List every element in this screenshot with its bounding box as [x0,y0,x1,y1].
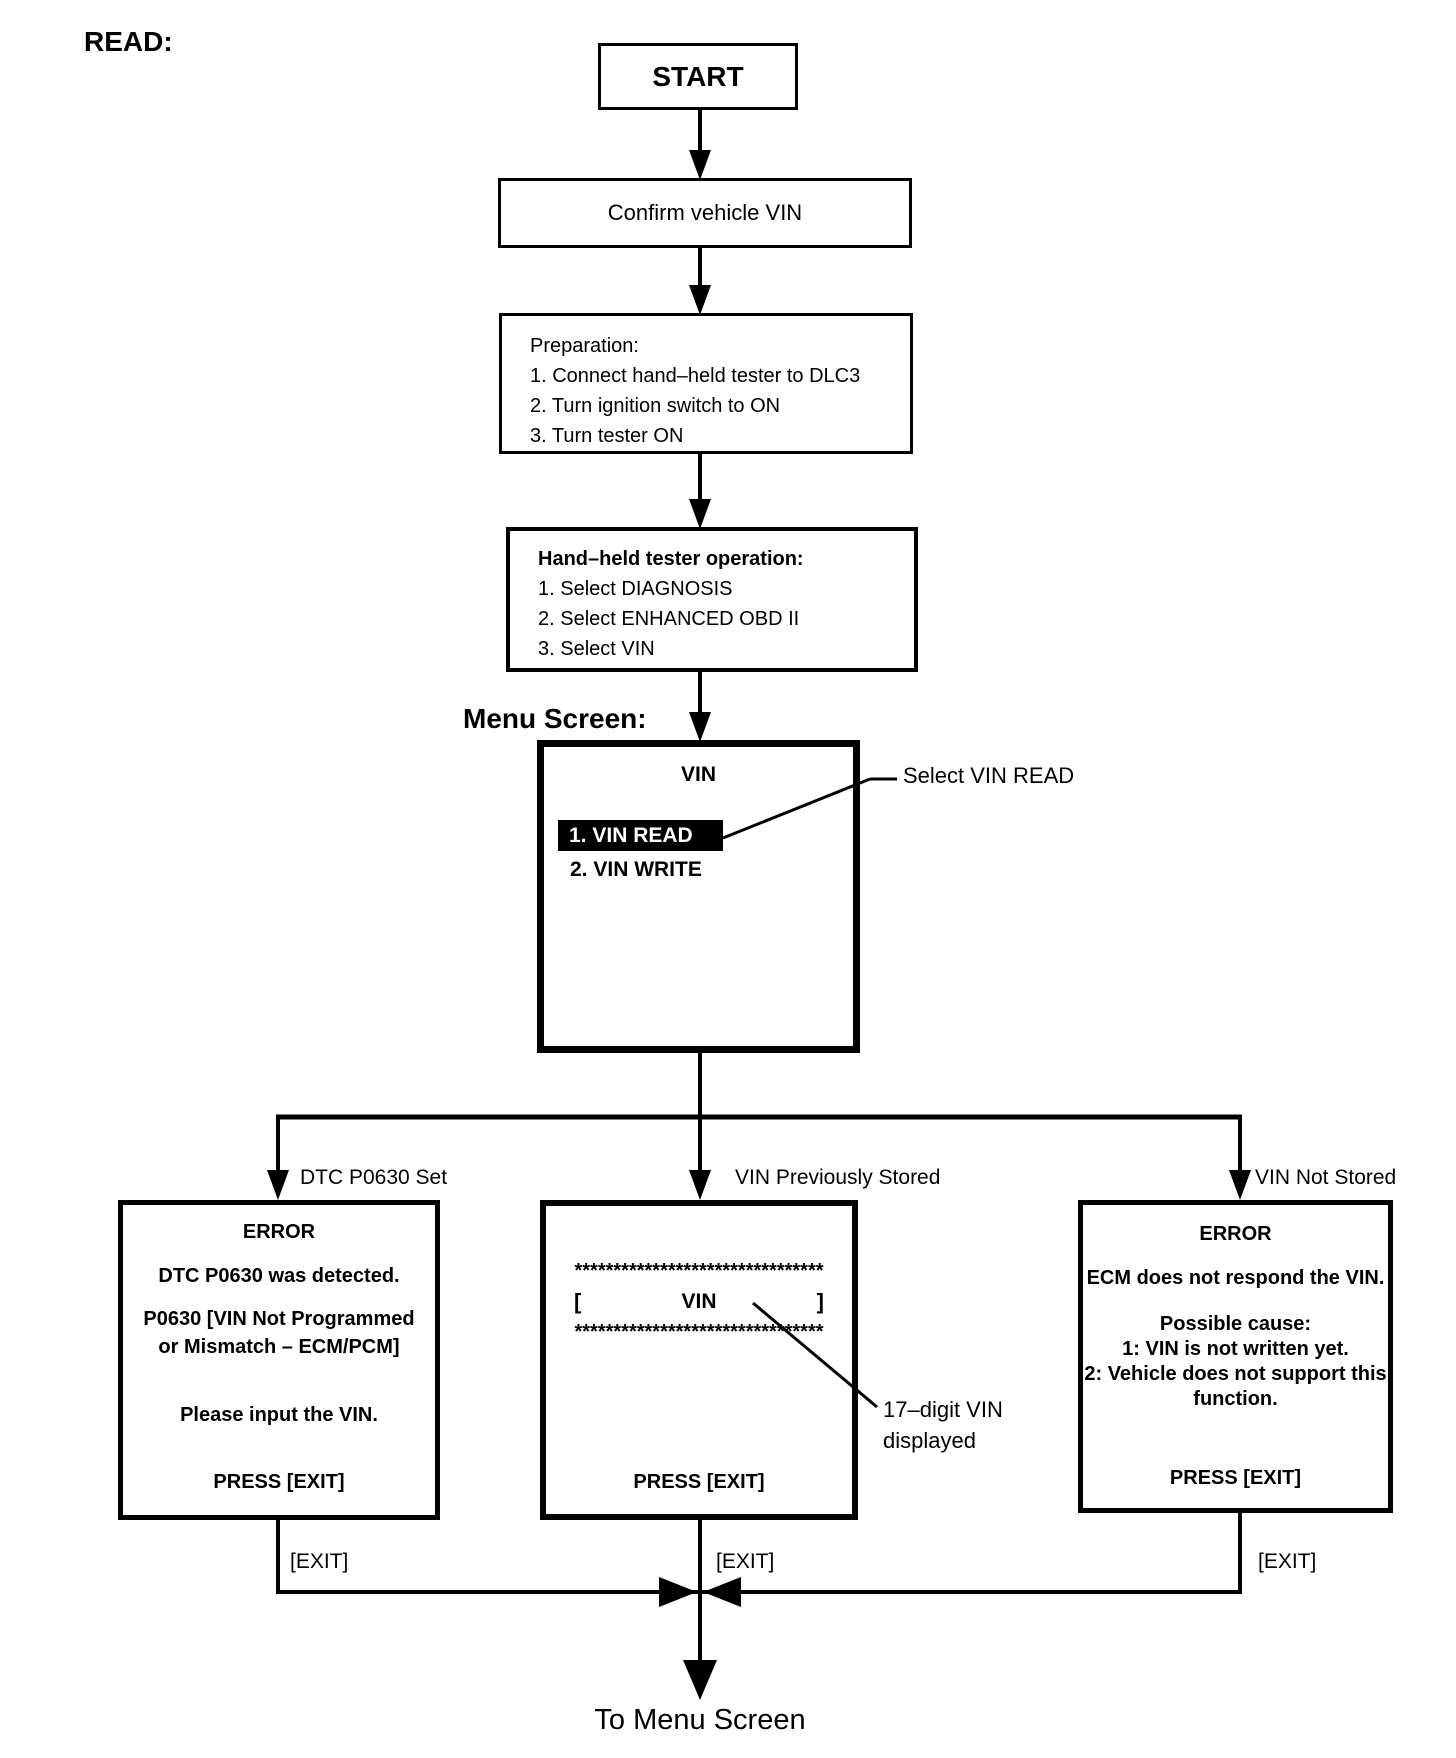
preparation-line: Preparation: [530,335,639,357]
press-exit-label: PRESS [EXIT] [213,1471,345,1493]
arrowhead-to-menu-screen [683,1660,717,1700]
error-title: ERROR [1199,1223,1272,1245]
start-label: START [652,60,744,92]
vin-display-field: ******************************** [ VIN ]… [574,1258,824,1345]
exit-label-left: [EXIT] [290,1550,349,1573]
error-text-line: 1: VIN is not written yet. [1122,1338,1349,1360]
arrowhead-converge-left [659,1577,697,1607]
error-text-line: or Mismatch – ECM/PCM] [158,1336,400,1358]
tester-operation-box: Hand–held tester operation: 1. Select DI… [506,527,918,672]
arrowhead-converge-right [703,1577,741,1607]
menu-item-vin-read[interactable]: 1. VIN READ [558,820,723,851]
select-vin-read-annotation: Select VIN READ [903,763,1075,788]
vin-display-stars-bottom: ******************************** [574,1321,824,1343]
vin-digit-annotation: 17–digit VIN displayed [883,1394,1003,1456]
error-text-line: DTC P0630 was detected. [158,1265,400,1287]
start-box: START [598,43,798,110]
error-text-line: Please input the VIN. [180,1404,378,1426]
vin-display-stars-top: ******************************** [574,1260,824,1282]
error-screen-no-response: ERROR ECM does not respond the VIN. Poss… [1078,1200,1393,1513]
press-exit-label: PRESS [EXIT] [633,1471,765,1493]
arrowhead-prep [689,285,711,315]
exit-label-right: [EXIT] [1258,1550,1317,1573]
tester-operation-line: 3. Select VIN [538,638,655,660]
preparation-box: Preparation: 1. Connect hand–held tester… [499,313,913,454]
vin-display-title: VIN [681,1290,717,1313]
tester-operation-line: 1. Select DIAGNOSIS [538,578,733,600]
vin-display-value-row: [ VIN ] [574,1287,824,1317]
menu-title: VIN [680,763,716,786]
tester-operation-line: 2. Select ENHANCED OBD II [538,608,800,630]
error-text-line: P0630 [VIN Not Programmed [143,1308,415,1330]
press-exit-label: PRESS [EXIT] [1169,1467,1302,1489]
branch-label-dtc-p0630-set: DTC P0630 Set [300,1166,448,1189]
error-text-line: Possible cause: [1159,1313,1312,1335]
arrowhead-menu [689,712,711,742]
preparation-line: 3. Turn tester ON [530,425,684,447]
error-screen-dtc-p0630: ERROR DTC P0630 was detected. P0630 [VIN… [118,1200,440,1520]
to-menu-screen-label: To Menu Screen [594,1704,806,1736]
menu-screen-box: VIN 1. VIN READ 2. VIN WRITE [537,740,860,1053]
menu-screen-label: Menu Screen: [463,703,647,734]
preparation-line: 2. Turn ignition switch to ON [530,395,781,417]
page-title: READ: [84,26,173,57]
vin-display-screen: ******************************** [ VIN ]… [540,1200,858,1520]
error-text-line: 2: Vehicle does not support this [1084,1363,1387,1385]
branch-label-vin-not-stored: VIN Not Stored [1255,1166,1397,1189]
arrowhead-left-screen [267,1170,289,1200]
arrowhead-right-screen [1229,1170,1251,1200]
bracket-close: ] [816,1289,824,1314]
arrowhead-tester [689,499,711,529]
arrowhead-middle-screen [689,1170,711,1200]
tester-operation-title: Hand–held tester operation: [538,548,804,570]
exit-label-middle: [EXIT] [716,1550,775,1573]
error-text-line: function. [1193,1388,1278,1410]
arrowhead-confirm [689,150,711,180]
vin-digit-annotation-line1: 17–digit VIN [883,1397,1003,1422]
confirm-vin-box: Confirm vehicle VIN [498,178,912,248]
bracket-open: [ [574,1289,582,1314]
preparation-line: 1. Connect hand–held tester to DLC3 [530,365,861,387]
error-text-line: ECM does not respond the VIN. [1086,1267,1385,1289]
confirm-vin-label: Confirm vehicle VIN [607,200,803,225]
error-title: ERROR [242,1221,316,1243]
branch-label-vin-previously-stored: VIN Previously Stored [735,1166,941,1189]
menu-item-vin-write[interactable]: 2. VIN WRITE [570,858,702,881]
vin-digit-annotation-line2: displayed [883,1428,976,1453]
